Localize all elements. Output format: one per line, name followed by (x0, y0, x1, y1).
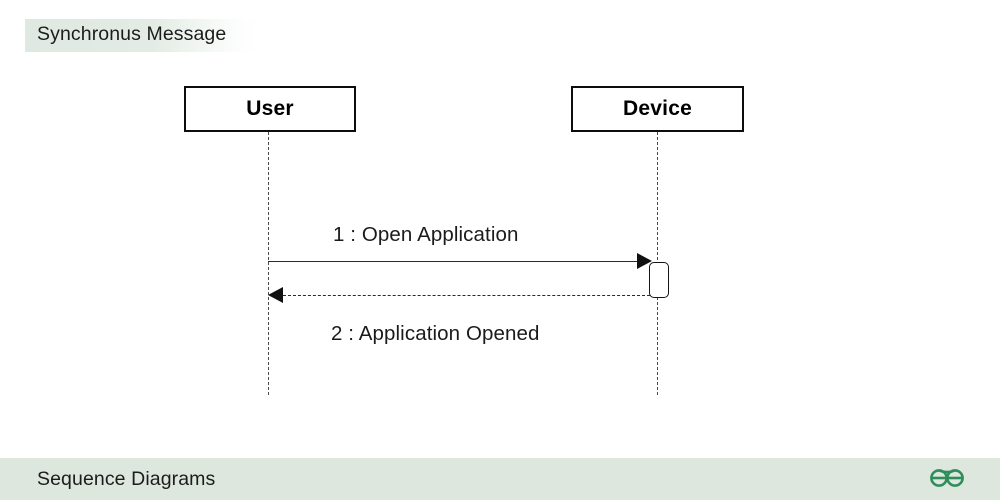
arrowhead-left-icon (268, 287, 283, 303)
message-line-1 (268, 261, 642, 262)
message-label-1: 1 : Open Application (333, 223, 519, 246)
message-label-2: 2 : Application Opened (331, 322, 540, 345)
participant-box-user[interactable]: User (184, 86, 356, 132)
title-highlight-band (25, 19, 257, 52)
footer-bar (0, 458, 1000, 500)
activation-bar-device (649, 262, 669, 298)
participant-label-device: Device (623, 97, 692, 120)
footer-title: Sequence Diagrams (37, 468, 216, 490)
arrowhead-right-icon (637, 253, 652, 269)
geeksforgeeks-logo-icon (930, 469, 964, 487)
participant-label-user: User (246, 97, 294, 120)
lifeline-user (268, 132, 269, 395)
message-line-2 (278, 295, 650, 296)
page-title: Synchronus Message (37, 23, 227, 45)
participant-box-device[interactable]: Device (571, 86, 744, 132)
